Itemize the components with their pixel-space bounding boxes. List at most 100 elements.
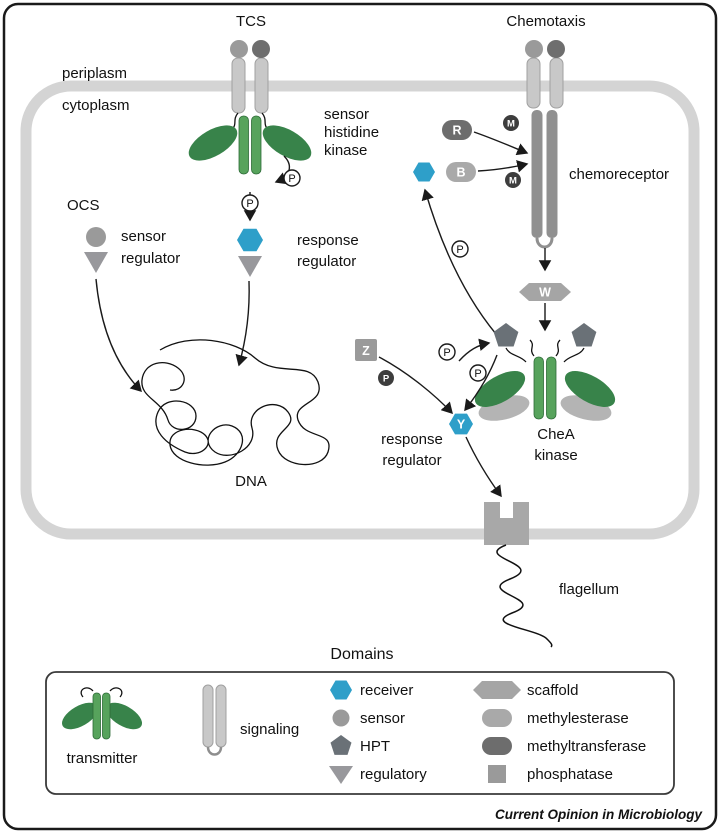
regulatory-triangle [238, 256, 262, 277]
rr-to-dna-arrow [235, 280, 250, 367]
linker-squiggle [555, 339, 561, 357]
chemoreceptor-label: chemoreceptor [569, 166, 669, 183]
hpt-pentagon [571, 323, 597, 347]
cheB-demethylation-arrow [477, 160, 529, 173]
kinase-helix [102, 692, 111, 740]
kinase-helix [533, 356, 544, 420]
signaling-rod [202, 684, 214, 748]
legend-box [45, 671, 675, 795]
sensor-histidine-kinase-label: sensor [324, 106, 369, 123]
signaling-rod [215, 684, 227, 748]
transmitter-oval [105, 702, 143, 730]
sensor-regulator-label: regulator [121, 250, 180, 267]
phosphoryl-p: P [443, 347, 450, 359]
sensor-domain-circle [547, 40, 565, 58]
cheB-methylesterase: B [413, 162, 476, 182]
legend-middle-column: receiver sensor HPT regulatory [329, 680, 427, 784]
cheR-methylation-arrow [473, 131, 529, 156]
cytoplasm-label: cytoplasm [62, 97, 130, 114]
chemoreceptor-complex [525, 40, 565, 249]
cheY-to-motor-arrow [465, 436, 502, 498]
ocs-to-dna-arrow [95, 278, 142, 393]
sensor-domain-circle [525, 40, 543, 58]
cell-membrane [20, 80, 700, 540]
methyltransferase-pill [442, 120, 472, 140]
phosphoryl-circle [469, 364, 487, 382]
dna-tangle [141, 339, 330, 466]
methyl-m: M [509, 176, 517, 187]
phosphoryl-circle [283, 169, 301, 187]
receiver-hexagon [413, 162, 435, 182]
phosphoryl-p: P [246, 198, 253, 210]
response-regulator-label: regulator [297, 253, 356, 270]
phosphate-badge [378, 370, 394, 386]
legend-transmitter: transmitter [61, 687, 143, 767]
sensor-regulator-label: sensor [121, 228, 166, 245]
receiver-glyph [330, 680, 352, 700]
tm-helix [526, 57, 541, 109]
receiver-label: receiver [360, 682, 413, 699]
flagellum-filament [496, 544, 553, 648]
cheW-scaffold: W [519, 283, 571, 301]
sensor-glyph [332, 709, 350, 727]
linker-squiggle [109, 687, 123, 698]
kinase-helix [251, 115, 262, 175]
regulatory-label: regulatory [360, 766, 427, 783]
sensor-circle [86, 227, 106, 247]
flagellar-motor [484, 502, 529, 545]
response-regulator-label: response [381, 431, 443, 448]
sensor-histidine-kinase-label: kinase [324, 142, 367, 159]
signaling-rod [546, 110, 558, 238]
tcs-response-regulator [237, 228, 263, 277]
transmitter-oval [474, 371, 526, 407]
cheZ-to-cheY-arrow [378, 356, 453, 415]
phosphoryl-circle [241, 194, 259, 212]
cheA-kinase-complex [474, 323, 616, 421]
methylesterase-label: methylesterase [527, 710, 629, 727]
kinase-helix [238, 115, 249, 175]
cheY-response-regulator: Y [449, 413, 473, 435]
transmitter-oval [564, 371, 616, 407]
cheR-methyltransferase: R [442, 120, 472, 140]
methylesterase-glyph [482, 709, 512, 727]
periplasm-label: periplasm [62, 65, 127, 82]
phosphoryl-circle [438, 343, 456, 361]
hpt-label: HPT [360, 738, 390, 755]
cheW-letter: W [539, 286, 551, 300]
phosphoryl-p: P [474, 368, 481, 380]
ocs-sensor-regulator [84, 227, 108, 273]
phosphoryl-p: P [288, 173, 295, 185]
rod-hairpin [535, 237, 554, 249]
phosphatase-square [355, 339, 377, 361]
cheZ-phosphatase: Z [355, 339, 377, 361]
legend-right-column: scaffold methylesterase methyltransferas… [473, 681, 646, 783]
tm-helix [549, 57, 564, 109]
transmitter-oval [188, 125, 238, 161]
cheA-kinase-label: kinase [534, 447, 577, 464]
tcs-heading: TCS [236, 13, 266, 30]
dna-label: DNA [235, 473, 267, 490]
chea-to-cheY-phospho-arrow [464, 354, 498, 412]
hpt-glyph [330, 735, 352, 755]
cheA-kinase-label: CheA [537, 426, 575, 443]
legend-signaling: signaling [202, 684, 299, 756]
tcs-histidine-kinase: P [188, 112, 312, 187]
scaffold-label: scaffold [527, 682, 578, 699]
methyl-m: M [507, 119, 515, 130]
cheR-letter: R [452, 124, 461, 138]
phosphatase-glyph [488, 765, 506, 783]
kinase-helix [546, 356, 557, 420]
methylesterase-pill [446, 162, 476, 182]
receiver-hexagon [237, 228, 263, 252]
tcs-receptor [230, 40, 270, 114]
tm-helix [231, 57, 246, 114]
methyltransferase-glyph [482, 737, 512, 755]
linker-squiggle [563, 347, 585, 363]
methyl-badge [505, 172, 521, 188]
signaling-rod [531, 110, 543, 238]
signaling-label: signaling [240, 721, 299, 738]
scaffold-glyph [473, 681, 521, 699]
sensor-histidine-kinase-label: histidine [324, 124, 379, 141]
